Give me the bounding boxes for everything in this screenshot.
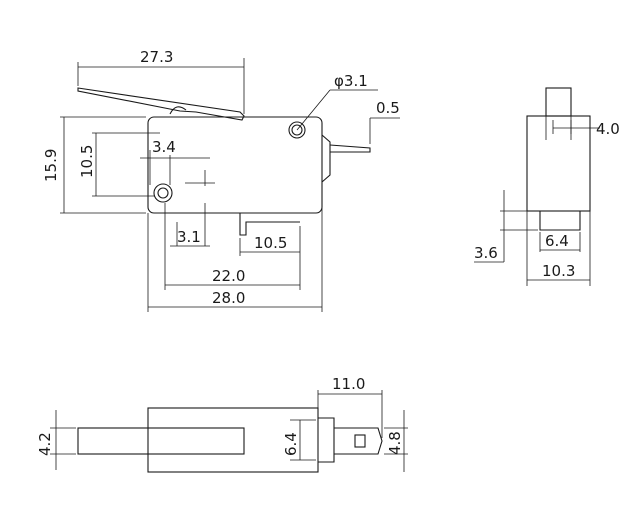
side-body bbox=[526, 115, 591, 212]
bottom-body bbox=[147, 407, 319, 473]
dim-terminal-length: 11.0 bbox=[332, 375, 365, 393]
dim-hole-offset-y: 3.1 bbox=[177, 228, 201, 246]
switch-body bbox=[147, 116, 323, 214]
dim-lever-length: 27.3 bbox=[140, 48, 173, 66]
mounting-hole-inner bbox=[157, 187, 169, 199]
dim-hole-offset-x: 3.4 bbox=[152, 138, 176, 156]
lever-top-view bbox=[77, 427, 245, 455]
dim-overall-length: 28.0 bbox=[212, 289, 245, 307]
bottom-terminal-tab bbox=[334, 427, 383, 455]
right-terminal bbox=[329, 144, 371, 153]
dim-hole-spacing-h: 22.0 bbox=[212, 267, 245, 285]
dim-overall-width: 10.3 bbox=[542, 262, 575, 280]
dim-terminal-pitch: 6.4 bbox=[282, 432, 300, 456]
front-view: 27.3 φ3.1 0.5 15.9 10.5 3.4 3.1 bbox=[42, 48, 400, 312]
body-right-notch bbox=[321, 134, 331, 183]
dim-hole-spacing-v: 10.5 bbox=[78, 145, 96, 178]
dim-plunger-width: 4.0 bbox=[596, 120, 620, 138]
actuator-lever bbox=[77, 87, 245, 121]
side-view: 4.0 3.6 6.4 10.3 bbox=[474, 87, 620, 286]
pivot-hole bbox=[288, 121, 306, 139]
bottom-terminal bbox=[239, 213, 300, 236]
dim-height: 15.9 bbox=[42, 149, 60, 182]
dim-terminal-thickness: 0.5 bbox=[376, 99, 400, 117]
pivot-hole-inner bbox=[291, 124, 303, 136]
dim-lever-width: 4.2 bbox=[36, 432, 54, 456]
dim-terminal-width: 6.4 bbox=[545, 232, 569, 250]
dim-pivot-hole-dia: φ3.1 bbox=[334, 72, 368, 90]
plunger bbox=[545, 87, 572, 117]
bottom-terminal-slot bbox=[354, 434, 366, 448]
dim-terminal-spacing: 10.5 bbox=[254, 234, 287, 252]
dim-base-step: 3.6 bbox=[474, 244, 498, 262]
bottom-view: 11.0 4.2 6.4 4.8 bbox=[36, 375, 408, 473]
mounting-hole bbox=[153, 183, 173, 203]
lever-roller-bump bbox=[169, 106, 187, 115]
side-terminal bbox=[539, 211, 581, 231]
dim-terminal-tab: 4.8 bbox=[386, 431, 404, 455]
bottom-end-step bbox=[318, 417, 335, 463]
